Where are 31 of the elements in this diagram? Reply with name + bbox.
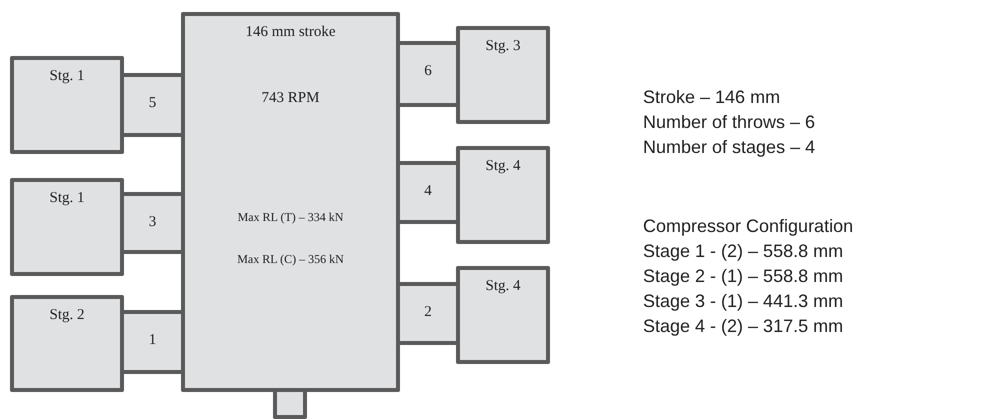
cylinder-box	[456, 266, 550, 364]
cylinder-box	[456, 26, 550, 124]
spec-text: Stage 2 - (1) – 558.8 mm	[643, 266, 844, 287]
stage-label: Stg. 3	[485, 38, 520, 55]
cylinder-box	[10, 56, 124, 154]
throw-number: 1	[148, 332, 156, 349]
stage-label: Stg. 2	[49, 307, 84, 324]
throw-number: 4	[424, 183, 432, 200]
spec-text: Stage 4 - (2) – 317.5 mm	[643, 316, 844, 337]
cylinder-box	[456, 146, 550, 244]
throw-number: 6	[424, 63, 432, 80]
frame-label: 743 RPM	[262, 90, 320, 107]
stage-label: Stg. 4	[485, 158, 520, 175]
spec-text: Number of throws – 6	[643, 112, 816, 133]
cylinder-box	[10, 178, 124, 276]
spec-text: Stage 1 - (2) – 558.8 mm	[643, 241, 844, 262]
stage-label: Stg. 4	[485, 278, 520, 295]
stage-label: Stg. 1	[49, 190, 84, 207]
crankcase-frame	[181, 12, 400, 392]
spec-text: Stage 3 - (1) – 441.3 mm	[643, 291, 844, 312]
cylinder-box	[10, 295, 124, 392]
frame-label: Max RL (T) – 334 kN	[238, 210, 344, 225]
throw-number: 3	[148, 214, 156, 231]
section-heading: Compressor Configuration	[643, 216, 854, 237]
frame-label: 146 mm stroke	[246, 24, 336, 41]
stage-label: Stg. 1	[49, 68, 84, 85]
spec-text: Stroke – 146 mm	[643, 87, 780, 108]
spec-text: Number of stages – 4	[643, 137, 816, 158]
throw-number: 2	[424, 304, 432, 321]
frame-label: Max RL (C) – 356 kN	[237, 252, 344, 267]
throw-number: 5	[148, 95, 156, 112]
